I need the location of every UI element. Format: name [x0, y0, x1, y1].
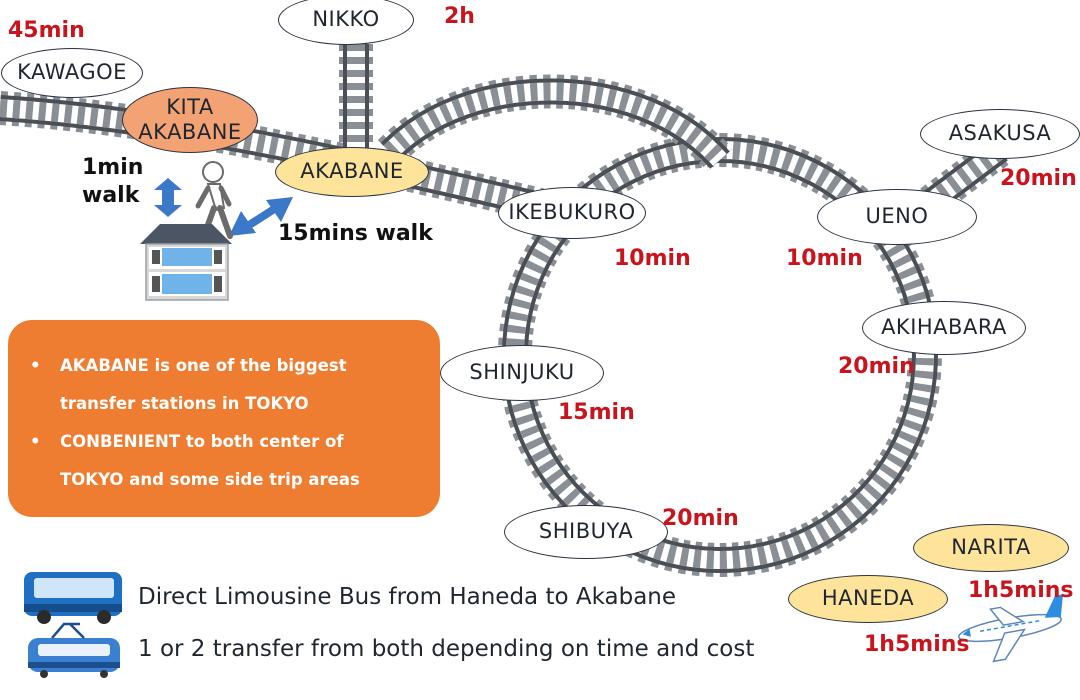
info-bullet: • AKABANE is one of the biggest transfer…: [30, 347, 420, 423]
legend-train: 1 or 2 transfer from both depending on t…: [124, 636, 754, 662]
walk-label-akabane: 15mins walk: [278, 221, 433, 246]
time-ueno: 10min: [786, 246, 863, 271]
time-kawagoe: 45min: [8, 18, 85, 43]
track-kawagoe-line: [0, 91, 544, 222]
time-ikebukuro: 10min: [614, 246, 691, 271]
station-asakusa: ASAKUSA: [920, 109, 1080, 159]
time-nikko: 2h: [444, 4, 475, 29]
legend-train-text: 1 or 2 transfer from both depending on t…: [138, 636, 755, 662]
walk-arrow-akabane: [229, 197, 293, 236]
station-kita-akabane: KITA AKABANE: [122, 87, 258, 153]
info-box: • AKABANE is one of the biggest transfer…: [8, 320, 440, 517]
station-kawagoe: KAWAGOE: [1, 48, 143, 98]
legend-bus-text: Direct Limousine Bus from Haneda to Akab…: [138, 584, 677, 610]
info-bullet-text: CONBENIENT to both center of TOKYO and s…: [60, 432, 360, 489]
time-akihabara: 20min: [838, 354, 915, 379]
airplane-icon: [958, 594, 1063, 663]
station-haneda: HANEDA: [788, 575, 948, 623]
bullet-dot: •: [30, 356, 41, 375]
time-narita: 1h5mins: [968, 578, 1074, 603]
train-icon: [28, 622, 120, 678]
station-akabane: AKABANE: [275, 147, 429, 197]
track-yamanote-loop: [497, 133, 942, 577]
station-shibuya: SHIBUYA: [504, 505, 668, 559]
time-asakusa: 20min: [1000, 166, 1077, 191]
legend-bus: Direct Limousine Bus from Haneda to Akab…: [124, 584, 676, 610]
station-ueno: UENO: [817, 189, 977, 245]
hostel-building-icon: [140, 224, 232, 301]
station-akihabara: AKIHABARA: [862, 301, 1026, 355]
walk-label-kita-akabane: 1min walk: [82, 155, 144, 208]
station-nikko: NIKKO: [278, 0, 414, 45]
station-shinjuku: SHINJUKU: [440, 345, 604, 401]
walk-arrow-kita-akabane: [154, 178, 182, 217]
bullet-dot: •: [30, 432, 41, 451]
station-ikebukuro: IKEBUKURO: [498, 187, 646, 239]
info-bullet-text: AKABANE is one of the biggest transfer s…: [60, 356, 347, 413]
time-shibuya: 20min: [662, 506, 739, 531]
bus-icon: [24, 572, 122, 624]
time-haneda: 1h5mins: [864, 632, 970, 657]
info-bullet: • CONBENIENT to both center of TOKYO and…: [30, 423, 420, 499]
time-shinjuku: 15min: [558, 400, 635, 425]
station-narita: NARITA: [913, 524, 1069, 572]
track-akabane-ueno-arc: [377, 74, 733, 172]
